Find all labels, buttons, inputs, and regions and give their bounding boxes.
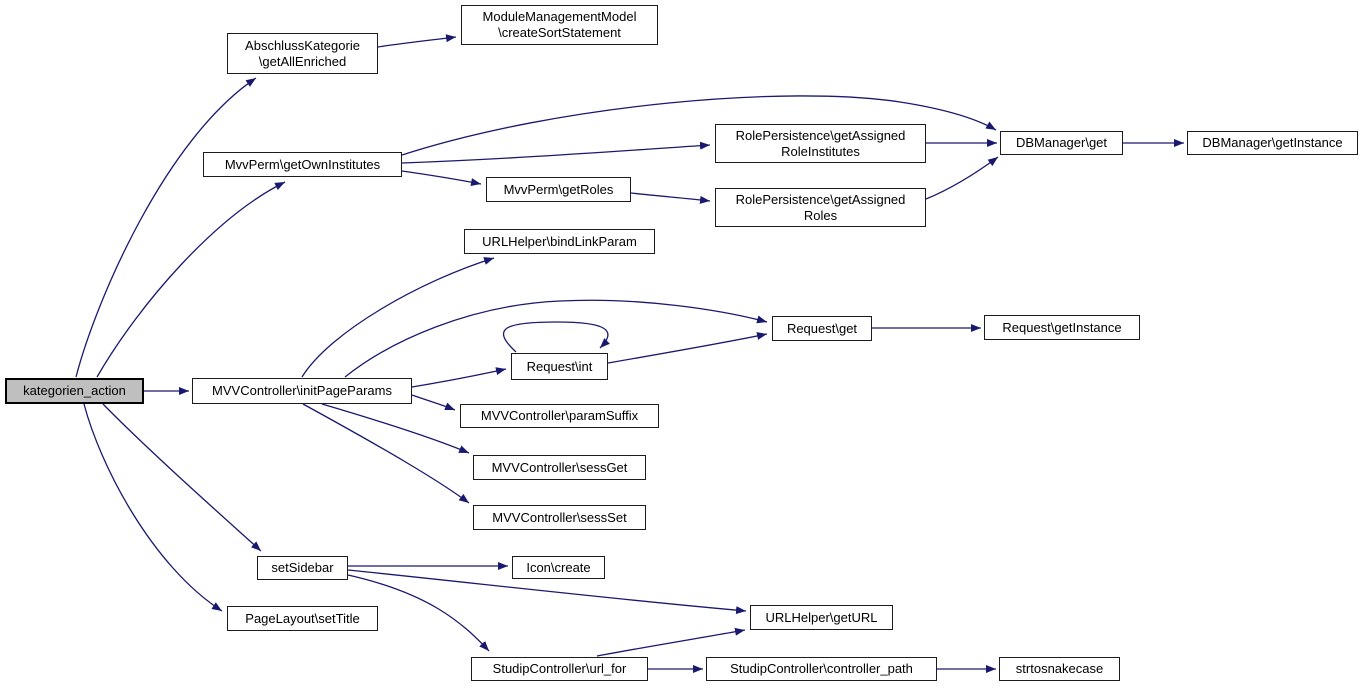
node-request-get[interactable]: Request\get — [772, 316, 872, 341]
node-set-sidebar[interactable]: setSidebar — [257, 556, 348, 580]
node-sess-set[interactable]: MVVController\sessSet — [473, 505, 646, 530]
edge-get-assigned-roles-to-dbmanager-get — [925, 156, 999, 200]
edge-request-int-to-request-get — [607, 332, 768, 364]
node-dbmanager-get-instance[interactable]: DBManager\getInstance — [1187, 131, 1358, 155]
node-sess-get[interactable]: MVVController\sessGet — [473, 455, 646, 480]
node-urlhelper-get-url[interactable]: URLHelper\getURL — [750, 605, 893, 630]
edge-kategorien-action-to-set-sidebar — [102, 403, 262, 552]
edge-get-own-institutes-to-get-roles — [401, 170, 482, 187]
edge-kategorien-action-to-page-layout-set-title — [83, 403, 223, 612]
edge-get-all-enriched-to-create-sort-statement — [377, 34, 457, 48]
node-param-suffix[interactable]: MVVController\paramSuffix — [460, 404, 659, 428]
edge-url-for-to-urlhelper-get-url — [596, 627, 746, 657]
edge-init-page-params-to-request-int — [411, 367, 507, 388]
node-init-page-params[interactable]: MVVController\initPageParams — [192, 378, 412, 404]
node-kategorien-action[interactable]: kategorien_action — [5, 378, 144, 404]
edge-init-page-params-to-request-get — [344, 299, 768, 378]
edge-set-sidebar-to-urlhelper-get-url — [347, 569, 747, 615]
node-get-own-institutes[interactable]: MvvPerm\getOwnInstitutes — [203, 152, 402, 177]
edge-request-int-to-request-int-self-loop — [503, 321, 610, 353]
edge-init-page-params-to-bind-link-param — [301, 257, 495, 378]
node-request-int[interactable]: Request\int — [511, 353, 608, 380]
node-create-sort-statement[interactable]: ModuleManagementModel \createSortStateme… — [461, 5, 658, 45]
node-page-layout-set-title[interactable]: PageLayout\setTitle — [227, 606, 378, 631]
node-get-assigned-roles[interactable]: RolePersistence\getAssigned Roles — [715, 188, 926, 227]
edge-init-page-params-to-param-suffix — [411, 394, 456, 411]
node-strtosnakecase[interactable]: strtosnakecase — [999, 657, 1120, 681]
node-controller-path[interactable]: StudipController\controller_path — [706, 657, 937, 681]
node-icon-create[interactable]: Icon\create — [512, 556, 605, 579]
edge-get-own-institutes-to-dbmanager-get — [401, 95, 997, 156]
edge-init-page-params-to-sess-get — [321, 403, 470, 454]
node-get-all-enriched[interactable]: AbschlussKategorie \getAllEnriched — [227, 33, 378, 74]
node-dbmanager-get[interactable]: DBManager\get — [1000, 131, 1123, 155]
edge-set-sidebar-to-url-for — [347, 574, 490, 652]
edge-get-roles-to-get-assigned-roles — [630, 192, 711, 204]
edge-kategorien-action-to-get-all-enriched — [75, 77, 257, 378]
node-get-assigned-role-institutes[interactable]: RolePersistence\getAssigned RoleInstitut… — [715, 124, 926, 163]
edge-init-page-params-to-sess-set — [302, 403, 470, 504]
node-get-roles[interactable]: MvvPerm\getRoles — [486, 177, 631, 202]
node-bind-link-param[interactable]: URLHelper\bindLinkParam — [464, 229, 655, 254]
edge-kategorien-action-to-get-own-institutes — [96, 181, 286, 378]
node-url-for[interactable]: StudipController\url_for — [471, 657, 648, 681]
node-request-get-instance[interactable]: Request\getInstance — [984, 315, 1140, 340]
edge-get-own-institutes-to-get-assigned-role-institutes — [401, 141, 711, 164]
